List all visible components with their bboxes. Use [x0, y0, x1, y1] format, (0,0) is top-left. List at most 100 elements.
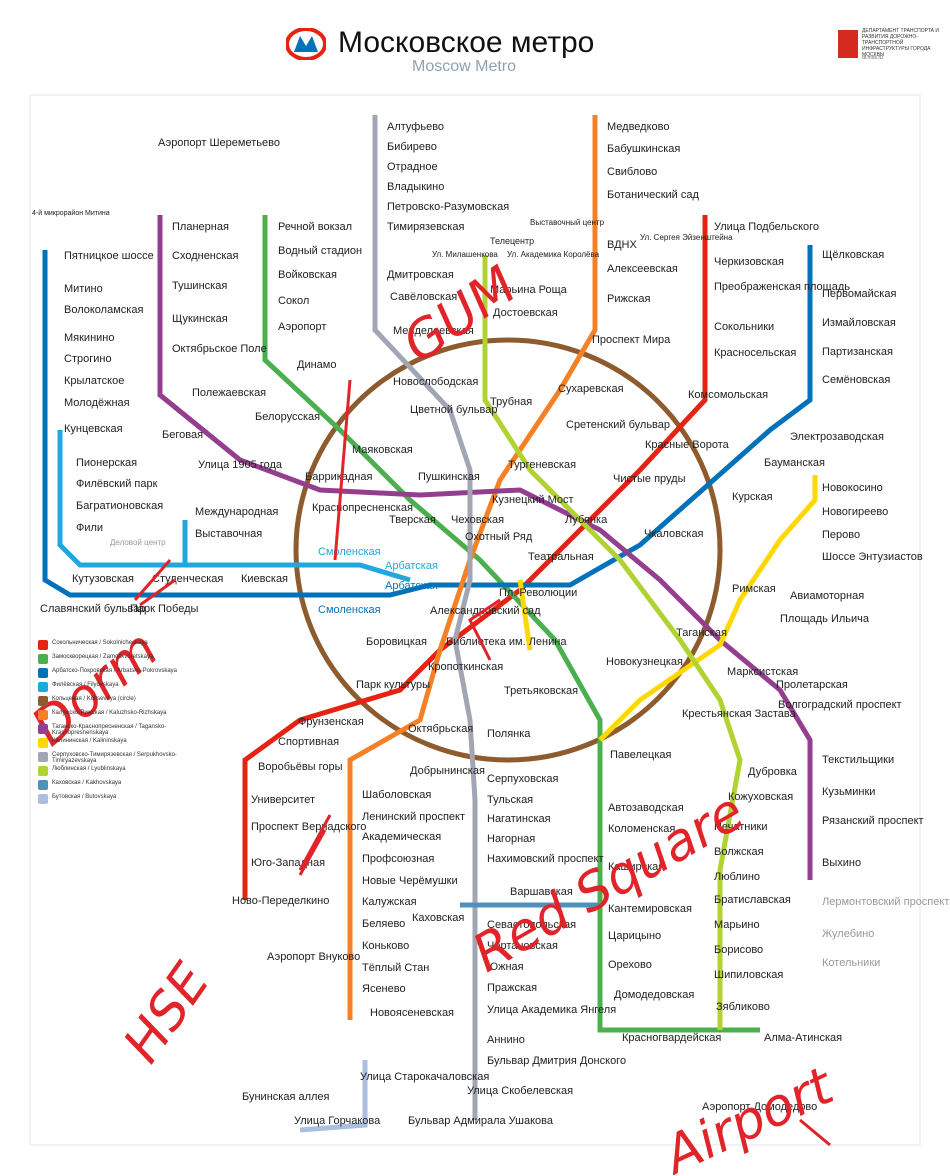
station-vladykino[interactable]: Владыкино [387, 181, 444, 193]
station-dinamo[interactable]: Динамо [297, 359, 336, 371]
station-novoyasenevskaya[interactable]: Новоясеневская [370, 1007, 454, 1019]
station-okhotny[interactable]: Охотный Ряд [465, 531, 533, 543]
station-partizanskaya[interactable]: Партизанская [822, 346, 893, 358]
station-dostoevskaya[interactable]: Достоевская [493, 307, 558, 319]
station-oktyabrskoe-pole[interactable]: Октябрьское Поле [172, 343, 267, 355]
station-chistye-prudy[interactable]: Чистые пруды [613, 473, 686, 485]
station-tyoply-stan[interactable]: Тёплый Стан [362, 962, 429, 974]
station-cheryomushki[interactable]: Новые Черёмушки [362, 875, 458, 887]
station-taganskaya[interactable]: Таганская [676, 627, 727, 639]
station-aeroport-vnukovo[interactable]: Аэропорт Внуково [267, 951, 360, 963]
station-strogino[interactable]: Строгино [64, 353, 112, 365]
station-ryazansky[interactable]: Рязанский проспект [822, 815, 924, 827]
station-maryina-roshcha[interactable]: Марьина Роща [490, 284, 568, 296]
station-vodny[interactable]: Водный стадион [278, 245, 362, 257]
station-baumanskaya[interactable]: Бауманская [764, 457, 825, 469]
station-kashirskaya[interactable]: Каширская [608, 861, 664, 873]
station-ulitsa1905[interactable]: Улица 1905 года [198, 459, 283, 471]
station-lermontovsky[interactable]: Лермонтовский проспект [822, 896, 949, 908]
station-smolenskaya-3[interactable]: Смоленская [318, 604, 381, 616]
station-medvedkovo[interactable]: Медведково [607, 121, 670, 133]
station-kuznetsky[interactable]: Кузнецкий Мост [492, 494, 574, 506]
station-maryino[interactable]: Марьино [714, 919, 760, 931]
station-studencheskaya[interactable]: Студенческая [152, 573, 223, 585]
station-domodedovskaya[interactable]: Домодедовская [614, 989, 694, 1001]
station-orekhovo[interactable]: Орехово [608, 959, 652, 971]
station-bagrationovskaya[interactable]: Багратионовская [76, 500, 163, 512]
station-voykovskaya[interactable]: Войковская [278, 269, 337, 281]
station-sretensky[interactable]: Сретенский бульвар [566, 419, 670, 431]
station-nakhimovsky[interactable]: Нахимовский проспект [487, 853, 604, 865]
station-tsaritsyno[interactable]: Царицыно [608, 930, 661, 942]
station-molodyozhnaya[interactable]: Молодёжная [64, 397, 130, 409]
station-vorobyovy[interactable]: Воробьёвы горы [258, 761, 343, 773]
station-kantemirovskaya[interactable]: Кантемировская [608, 903, 692, 915]
station-zhulebino[interactable]: Жулебино [822, 928, 874, 940]
station-shabolovskaya[interactable]: Шаболовская [362, 789, 431, 801]
station-akademicheskaya[interactable]: Академическая [362, 831, 441, 843]
station-podbelskogo[interactable]: Улица Подбельского [714, 221, 819, 233]
station-kuzminki[interactable]: Кузьминки [822, 786, 875, 798]
station-petrovsko[interactable]: Петровско-Разумовская [387, 201, 509, 213]
station-chertanovskaya[interactable]: Чертановская [487, 940, 558, 952]
station-gorchakova[interactable]: Улица Горчакова [294, 1115, 381, 1127]
station-kozhukhovskaya[interactable]: Кожуховская [728, 791, 793, 803]
station-zyablikovo[interactable]: Зябликово [716, 1001, 770, 1013]
station-ushakova[interactable]: Бульвар Адмирала Ушакова [408, 1115, 554, 1127]
station-altufyevo[interactable]: Алтуфьево [387, 121, 444, 133]
station-pervomayskaya[interactable]: Первомайская [822, 288, 896, 300]
station-kotelniki[interactable]: Котельники [822, 957, 880, 969]
station-preobrazhenskaya[interactable]: Преображенская площадь [714, 281, 850, 293]
station-vdnh[interactable]: ВДНХ [607, 239, 637, 251]
station-mitino[interactable]: Митино [64, 283, 103, 295]
station-mendeleevskaya[interactable]: Менделеевская [393, 325, 474, 337]
station-entuziastov[interactable]: Шоссе Энтузиастов [822, 551, 923, 563]
station-otradnoe[interactable]: Отрадное [387, 161, 438, 173]
station-kurskaya[interactable]: Курская [732, 491, 773, 503]
station-polezhaevskaya[interactable]: Полежаевская [192, 387, 266, 399]
station-novokuznetskaya[interactable]: Новокузнецкая [606, 656, 683, 668]
station-ploshchad-rev[interactable]: Пл. Революции [499, 587, 577, 599]
station-krylatskoe[interactable]: Крылатское [64, 375, 124, 387]
station-eisenshteina[interactable]: Ул. Сергея Эйзенштейна [640, 233, 733, 242]
station-aeroport[interactable]: Аэропорт [278, 321, 326, 333]
station-lubyanka[interactable]: Лубянка [565, 514, 608, 526]
station-kaluzhskaya[interactable]: Калужская [362, 896, 417, 908]
station-dobryninskaya[interactable]: Добрынинская [410, 765, 485, 777]
station-delovoy[interactable]: Деловой центр [110, 538, 166, 547]
station-chkalovskaya[interactable]: Чкаловская [644, 528, 704, 540]
station-dubrovka[interactable]: Дубровка [748, 766, 798, 778]
station-kuntsevskaya[interactable]: Кунцевская [64, 423, 123, 435]
station-prospekt-mira[interactable]: Проспект Мира [592, 334, 671, 346]
station-vystavochnaya[interactable]: Выставочная [195, 528, 262, 540]
station-bibirevo[interactable]: Бибирево [387, 141, 437, 153]
station-profsoyuznaya[interactable]: Профсоюзная [362, 853, 434, 865]
station-nagatinskaya[interactable]: Нагатинская [487, 813, 551, 825]
station-aeroport-sheremetyevo[interactable]: Аэропорт Шереметьево [158, 137, 280, 149]
station-turgenevskaya[interactable]: Тургеневская [508, 459, 576, 471]
station-krasnopresnenskaya[interactable]: Краснопресненская [312, 502, 413, 514]
station-yugo-zapadnaya[interactable]: Юго-Западная [251, 857, 325, 869]
station-pionerskaya[interactable]: Пионерская [76, 457, 137, 469]
station-tushinskaya[interactable]: Тушинская [172, 280, 227, 292]
station-semyonovskaya[interactable]: Семёновская [822, 374, 890, 386]
station-barrikadnaya[interactable]: Баррикадная [305, 471, 372, 483]
station-prazhskaya[interactable]: Пражская [487, 982, 537, 994]
station-arbatskaya-3[interactable]: Арбатская [385, 580, 438, 592]
station-skobelevskaya[interactable]: Улица Скобелевская [467, 1085, 573, 1097]
station-teatralnaya[interactable]: Театральная [528, 551, 594, 563]
station-kolomenskaya[interactable]: Коломенская [608, 823, 675, 835]
station-smolenskaya-4[interactable]: Смоленская [318, 546, 381, 558]
station-arbatskaya-4[interactable]: Арбатская [385, 560, 438, 572]
station-annino[interactable]: Аннино [487, 1034, 525, 1046]
station-milashenkova[interactable]: Ул. Милашенкова [432, 250, 498, 259]
station-shipilovskaya[interactable]: Шипиловская [714, 969, 783, 981]
station-kropotkinskaya[interactable]: Кропоткинская [428, 661, 503, 673]
station-buninskaya[interactable]: Бунинская аллея [242, 1091, 330, 1103]
station-sukharevskaya[interactable]: Сухаревская [558, 383, 624, 395]
station-skhodnenskaya[interactable]: Сходненская [172, 250, 239, 262]
station-borovitskaya[interactable]: Боровицкая [366, 636, 427, 648]
station-krasnye-vorota[interactable]: Красные Ворота [645, 439, 730, 451]
station-pushkinskaya[interactable]: Пушкинская [418, 471, 480, 483]
station-konkovo[interactable]: Коньково [362, 940, 409, 952]
